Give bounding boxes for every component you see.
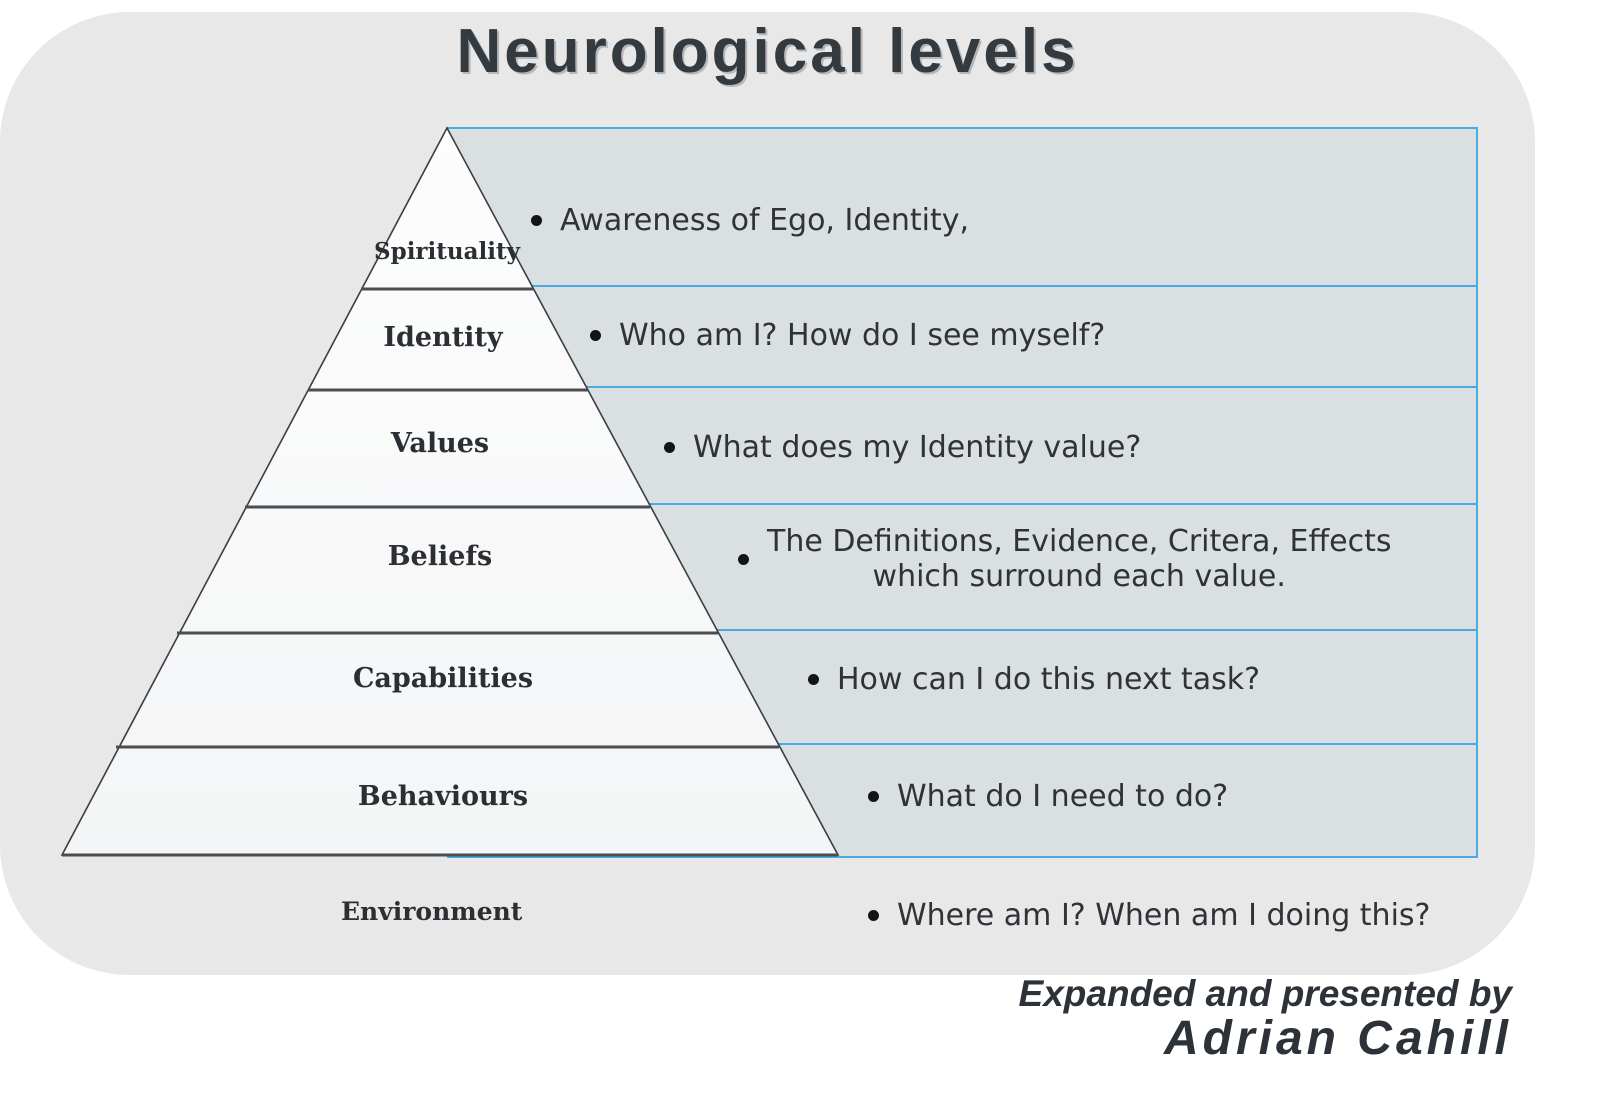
bullet-dot-icon	[868, 910, 879, 922]
pyramid-label-environment: Environment	[341, 897, 523, 926]
pyramid-label-values: Values	[390, 428, 490, 459]
credit-line-2: Adrian Cahill	[1163, 1011, 1512, 1065]
question-row-spirituality	[449, 129, 1476, 287]
question-behaviours: What do I need to do?	[868, 779, 1228, 814]
question-text-line1: The Definitions, Evidence, Critera, Effe…	[767, 524, 1392, 559]
bullet-dot-icon	[664, 442, 675, 454]
page-title: Neurological levels	[456, 17, 1079, 86]
question-values: What does my Identity value?	[664, 430, 1141, 465]
bullet-dot-icon	[808, 674, 819, 686]
bullet-dot-icon	[590, 330, 601, 342]
pyramid-label-behaviours: Behaviours	[357, 781, 529, 812]
pyramid-label-capabilities: Capabilities	[352, 663, 534, 694]
question-row-values	[449, 388, 1476, 505]
question-text: Who am I? How do I see myself?	[619, 318, 1106, 353]
question-text: What do I need to do?	[897, 779, 1229, 814]
question-beliefs: The Definitions, Evidence, Critera, Effe…	[738, 524, 1391, 595]
question-row-identity	[449, 287, 1476, 388]
pyramid-label-identity: Identity	[383, 322, 503, 353]
question-spirituality: Awareness of Ego, Identity,	[531, 203, 969, 238]
question-text: How can I do this next task?	[837, 662, 1261, 697]
question-text: What does my Identity value?	[693, 430, 1142, 465]
credit-line-1: Expanded and presented by	[1018, 973, 1512, 1014]
pyramid-label-spirituality: Spirituality	[374, 238, 520, 265]
question-capabilities: How can I do this next task?	[808, 662, 1260, 697]
question-environment: Where am I? When am I doing this?	[868, 898, 1430, 933]
question-row-capabilities	[449, 631, 1476, 745]
question-text: Awareness of Ego, Identity,	[560, 203, 970, 238]
credit-block: Expanded and presented by Adrian Cahill	[1018, 973, 1512, 1065]
pyramid-label-beliefs: Beliefs	[387, 541, 493, 572]
bullet-dot-icon	[868, 791, 879, 803]
question-row-beliefs	[449, 505, 1476, 631]
question-text: Where am I? When am I doing this?	[897, 898, 1431, 933]
question-identity: Who am I? How do I see myself?	[590, 318, 1105, 353]
bullet-dot-icon	[738, 553, 749, 565]
question-text-line2: which surround each value.	[872, 559, 1286, 595]
bullet-dot-icon	[531, 215, 542, 227]
